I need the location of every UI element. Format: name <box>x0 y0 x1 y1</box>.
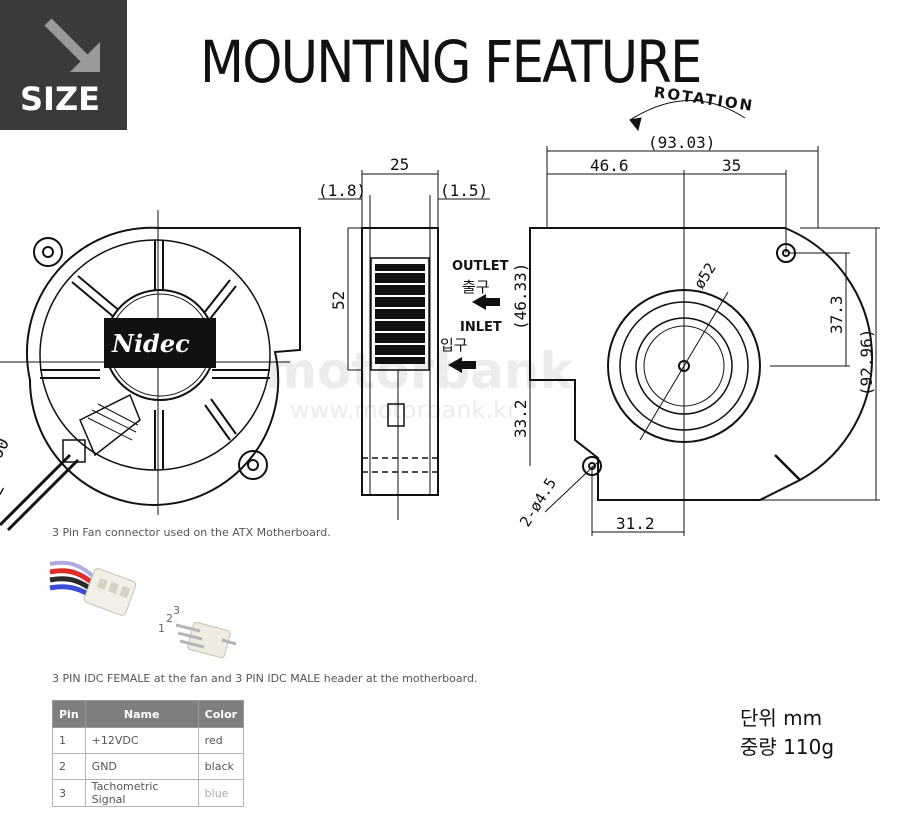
outlet-label: OUTLET <box>452 259 509 274</box>
left-dim-b: 2 <box>0 480 9 498</box>
header-color: Color <box>197 700 245 728</box>
dim-left-width: 46.6 <box>590 156 629 175</box>
dim-right-width: 35 <box>722 156 741 175</box>
dim-side-left-offset: (1.8) <box>318 181 366 200</box>
size-label: SIZE <box>20 80 101 118</box>
pin-number-1: 1 <box>158 622 165 635</box>
dim-right-height: 37.3 <box>827 295 846 334</box>
female-connector-image <box>49 560 137 616</box>
left-dim-a: 00 <box>0 435 14 462</box>
unit-line: 단위 mm <box>740 706 823 730</box>
table-row: 1 +12VDC red <box>52 727 245 754</box>
male-header-image <box>175 621 237 659</box>
pin-number-3: 3 <box>173 604 180 617</box>
weight-line: 중량 110g <box>740 735 835 759</box>
dim-overall-height: (92.96) <box>857 329 876 396</box>
page-title: MOUNTING FEATURE <box>200 28 702 96</box>
nidec-logo-text: Nidec <box>111 329 190 358</box>
inlet-arrow-icon <box>448 357 476 373</box>
pin-table: Pin Name Color 1 +12VDC red 2 GND black … <box>52 700 245 807</box>
fan-front-view <box>0 210 301 532</box>
cell-pin: 3 <box>52 779 86 807</box>
cell-pin: 2 <box>52 753 86 780</box>
fan-side-view <box>348 227 439 520</box>
outlet-korean: 출구 <box>462 278 490 296</box>
spec-block: 단위 mm 중량 110g <box>740 704 834 762</box>
inlet-korean: 입구 <box>440 336 468 354</box>
connector-note-bottom: 3 PIN IDC FEMALE at the fan and 3 PIN ID… <box>52 672 478 685</box>
front-dimensions <box>529 100 880 536</box>
side-dimensions <box>318 170 490 370</box>
cell-color: black <box>197 753 245 780</box>
dim-overall-width: (93.03) <box>648 133 715 152</box>
dim-upper-height: (46.33) <box>511 263 530 330</box>
inlet-label: INLET <box>460 320 502 335</box>
dim-impeller-diameter: ø52 <box>690 260 720 293</box>
cell-name: +12VDC <box>84 727 199 754</box>
outlet-arrow-icon <box>472 294 500 310</box>
rotation-label: ROTATION <box>653 83 755 115</box>
cell-color: red <box>197 727 245 754</box>
dim-side-width: 25 <box>390 155 409 174</box>
dim-mount-holes: 2-ø4.5 <box>516 475 560 530</box>
dim-side-right-offset: (1.5) <box>440 181 488 200</box>
nidec-logo <box>104 318 216 368</box>
arrow-down-right-icon <box>44 18 100 72</box>
connector-note-top: 3 Pin Fan connector used on the ATX Moth… <box>52 526 331 539</box>
dim-bottom-width: 31.2 <box>616 514 655 533</box>
pin-table-header: Pin Name Color <box>52 700 245 728</box>
table-row: 3 Tachometric Signal blue <box>52 779 245 807</box>
header-name: Name <box>84 700 199 728</box>
dim-lower-height: 33.2 <box>511 399 530 438</box>
table-row: 2 GND black <box>52 753 245 780</box>
pin-number-2: 2 <box>166 612 173 625</box>
dim-side-height: 52 <box>329 291 348 310</box>
cell-pin: 1 <box>52 727 86 754</box>
cell-name: GND <box>84 753 199 780</box>
cell-color: blue <box>197 779 245 807</box>
header-pin: Pin <box>52 700 86 728</box>
size-badge: SIZE <box>0 0 127 130</box>
cell-name: Tachometric Signal <box>84 779 199 807</box>
